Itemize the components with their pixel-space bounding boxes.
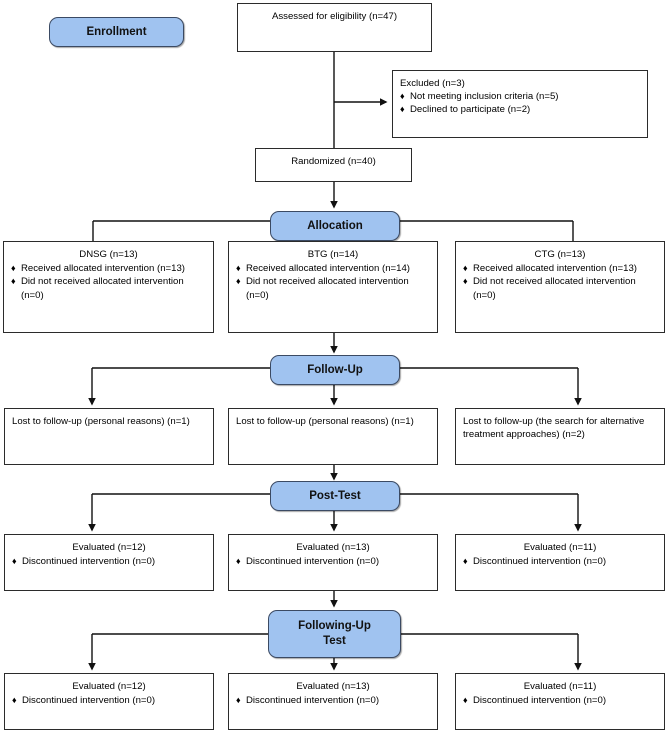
allocation-btg-list: ♦Received allocated intervention (n=14) … <box>236 262 430 302</box>
posttest-ctg-head: Evaluated (n=11) <box>523 542 597 553</box>
allocation-btg-item-1: Did not received allocated intervention … <box>246 276 409 301</box>
bullet-diamond-icon: ♦ <box>400 91 405 102</box>
bullet-diamond-icon: ♦ <box>463 556 468 567</box>
stage-badge-enrollment[interactable]: Enrollment <box>49 17 184 47</box>
list-item: ♦ Received allocated intervention (n=13) <box>11 262 206 275</box>
box-posttest-btg: Evaluated (n=13) ♦ Discontinued intervent… <box>228 534 438 591</box>
list-item: ♦ Did not received allocated intervention… <box>463 275 657 301</box>
stage-badge-enrollment-label: Enrollment <box>86 25 147 38</box>
followup-btg-text: Lost to follow-up (personal reasons) (n=… <box>236 416 414 427</box>
box-posttest-ctg: Evaluated (n=11) ♦ Discontinued intervent… <box>455 534 665 591</box>
allocation-dnsg-item-0: Received allocated intervention (n=13) <box>21 263 185 275</box>
allocation-ctg-item-0: Received allocated intervention (n=13) <box>473 263 637 275</box>
bullet-diamond-icon: ♦ <box>11 263 16 274</box>
list-item: ♦ Received allocated intervention (n=13) <box>463 262 657 275</box>
followingup-test-btg-head: Evaluated (n=13) <box>296 681 370 692</box>
excluded-head: Excluded (n=3) <box>400 78 465 89</box>
followingup-test-ctg-list: ♦ Discontinued intervention (n=0) <box>463 694 657 707</box>
stage-badge-post-test-label: Post-Test <box>309 489 361 502</box>
list-item: ♦ Declined to participate (n=2) <box>400 103 640 116</box>
allocation-btg-item-0: Received allocated intervention (n=14) <box>246 263 410 275</box>
box-allocation-btg: BTG (n=14) ♦ Received allocated intervent… <box>228 241 438 333</box>
posttest-dnsg-head: Evaluated (n=12) <box>72 542 146 553</box>
posttest-btg-item-0: Discontinued intervention (n=0) <box>246 556 380 568</box>
allocation-dnsg-item-1: Did not received allocated intervention … <box>21 276 184 301</box>
excluded-item-1: Declined to participate (n=2) <box>410 104 531 116</box>
allocation-dnsg-head: DNSG (n=13) <box>79 249 138 260</box>
bullet-diamond-icon: ♦ <box>12 556 17 567</box>
list-item: ♦ Received allocated intervention (n=14) <box>236 262 430 275</box>
randomized-label: Randomized (n=40) <box>291 156 376 167</box>
bullet-diamond-icon: ♦ <box>463 695 468 706</box>
posttest-ctg-list: ♦ Discontinued intervention (n=0) <box>463 555 657 568</box>
stage-badge-following-up-test-label-line2: Test <box>323 635 346 647</box>
list-item: ♦ Discontinued intervention (n=0) <box>12 555 206 568</box>
bullet-diamond-icon: ♦ <box>236 263 241 274</box>
list-item: ♦ Discontinued intervention (n=0) <box>236 555 430 568</box>
stage-badge-post-test[interactable]: Post-Test <box>270 481 400 511</box>
followup-dnsg-text: Lost to follow-up (personal reasons) (n=… <box>12 416 190 427</box>
box-assessed-for-eligibility: Assessed for eligibility (n=47) <box>237 3 432 52</box>
allocation-dnsg-list: ♦Received allocated intervention (n=13) … <box>11 262 206 302</box>
followingup-test-btg-item-0: Discontinued intervention (n=0) <box>246 695 380 707</box>
followingup-test-dnsg-head: Evaluated (n=12) <box>72 681 146 692</box>
list-item: ♦ Not meeting inclusion criteria (n=5) <box>400 90 640 103</box>
allocation-ctg-list: ♦Received allocated intervention (n=13) … <box>463 262 657 302</box>
stage-badge-following-up-test[interactable]: Following-Up Test <box>268 610 401 658</box>
bullet-diamond-icon: ♦ <box>236 276 241 287</box>
followingup-test-ctg-head: Evaluated (n=11) <box>523 681 597 692</box>
box-allocation-dnsg: DNSG (n=13) ♦ Received allocated interven… <box>3 241 214 333</box>
posttest-btg-head: Evaluated (n=13) <box>296 542 370 553</box>
box-excluded: Excluded (n=3) ♦ Not meeting inclusion cr… <box>392 70 648 138</box>
list-item: ♦ Discontinued intervention (n=0) <box>12 694 206 707</box>
box-followup-dnsg: Lost to follow-up (personal reasons) (n=… <box>4 408 214 465</box>
bullet-diamond-icon: ♦ <box>236 695 241 706</box>
followingup-test-ctg-item-0: Discontinued intervention (n=0) <box>473 695 607 707</box>
excluded-list: ♦ Not meeting inclusion criteria (n=5) ♦ D… <box>400 90 640 116</box>
bullet-diamond-icon: ♦ <box>11 276 16 287</box>
posttest-dnsg-list: ♦ Discontinued intervention (n=0) <box>12 555 206 568</box>
list-item: ♦ Discontinued intervention (n=0) <box>463 694 657 707</box>
followingup-test-dnsg-list: ♦ Discontinued intervention (n=0) <box>12 694 206 707</box>
excluded-item-0: Not meeting inclusion criteria (n=5) <box>410 91 559 103</box>
box-followup-btg: Lost to follow-up (personal reasons) (n=… <box>228 408 438 465</box>
stage-badge-allocation[interactable]: Allocation <box>270 211 400 241</box>
followup-ctg-text: Lost to follow-up (the search for altern… <box>463 416 645 441</box>
box-followup-ctg: Lost to follow-up (the search for altern… <box>455 408 665 465</box>
bullet-diamond-icon: ♦ <box>400 104 405 115</box>
bullet-diamond-icon: ♦ <box>463 276 468 287</box>
stage-badge-allocation-label: Allocation <box>307 219 363 232</box>
bullet-diamond-icon: ♦ <box>236 556 241 567</box>
bullet-diamond-icon: ♦ <box>12 695 17 706</box>
box-randomized: Randomized (n=40) <box>255 148 412 182</box>
assessed-label: Assessed for eligibility (n=47) <box>271 11 398 22</box>
followingup-test-dnsg-item-0: Discontinued intervention (n=0) <box>22 695 156 707</box>
box-allocation-ctg: CTG (n=13) ♦ Received allocated intervent… <box>455 241 665 333</box>
list-item: ♦ Discontinued intervention (n=0) <box>463 555 657 568</box>
allocation-ctg-head: CTG (n=13) <box>534 249 586 260</box>
list-item: ♦ Did not received allocated intervention… <box>11 275 206 301</box>
posttest-dnsg-item-0: Discontinued intervention (n=0) <box>22 556 156 568</box>
stage-badge-follow-up[interactable]: Follow-Up <box>270 355 400 385</box>
allocation-btg-head: BTG (n=14) <box>307 249 359 260</box>
box-followingup-test-dnsg: Evaluated (n=12) ♦ Discontinued intervent… <box>4 673 214 730</box>
stage-badge-following-up-test-label-line1: Following-Up <box>298 620 371 632</box>
posttest-ctg-item-0: Discontinued intervention (n=0) <box>473 556 607 568</box>
box-followingup-test-ctg: Evaluated (n=11) ♦ Discontinued intervent… <box>455 673 665 730</box>
posttest-btg-list: ♦ Discontinued intervention (n=0) <box>236 555 430 568</box>
bullet-diamond-icon: ♦ <box>463 263 468 274</box>
allocation-ctg-item-1: Did not received allocated intervention … <box>473 276 636 301</box>
stage-badge-follow-up-label: Follow-Up <box>307 363 363 376</box>
list-item: ♦ Did not received allocated intervention… <box>236 275 430 301</box>
list-item: ♦ Discontinued intervention (n=0) <box>236 694 430 707</box>
box-posttest-dnsg: Evaluated (n=12) ♦ Discontinued intervent… <box>4 534 214 591</box>
followingup-test-btg-list: ♦ Discontinued intervention (n=0) <box>236 694 430 707</box>
box-followingup-test-btg: Evaluated (n=13) ♦ Discontinued intervent… <box>228 673 438 730</box>
